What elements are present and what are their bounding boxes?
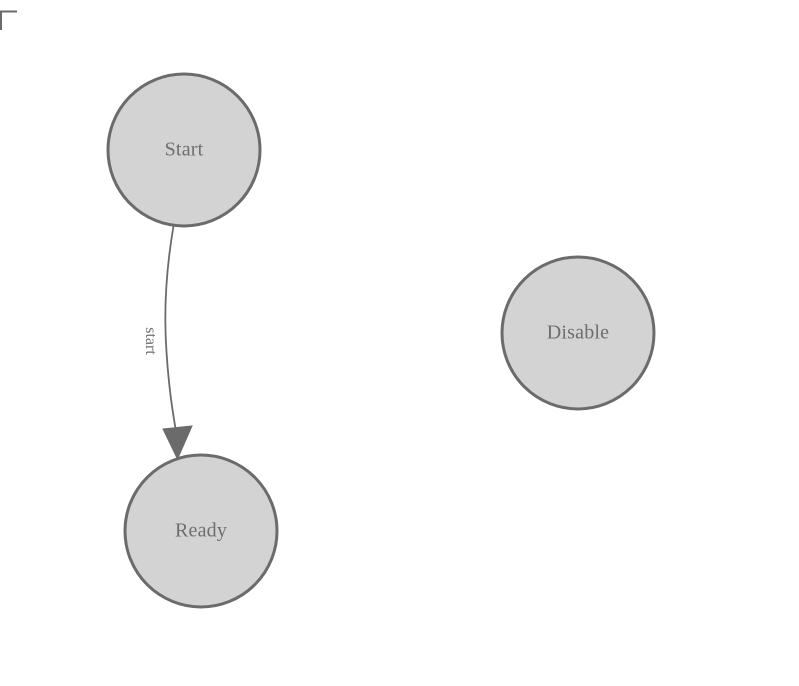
crop-corner-mark-icon: [0, 10, 17, 30]
edge-path: [164, 225, 179, 441]
state-node-ready[interactable]: [123, 453, 279, 609]
state-node-start[interactable]: [106, 72, 262, 228]
edge-start-to-ready[interactable]: [162, 225, 193, 461]
arrowhead-icon: [162, 425, 193, 461]
state-node-disable[interactable]: [500, 255, 656, 411]
